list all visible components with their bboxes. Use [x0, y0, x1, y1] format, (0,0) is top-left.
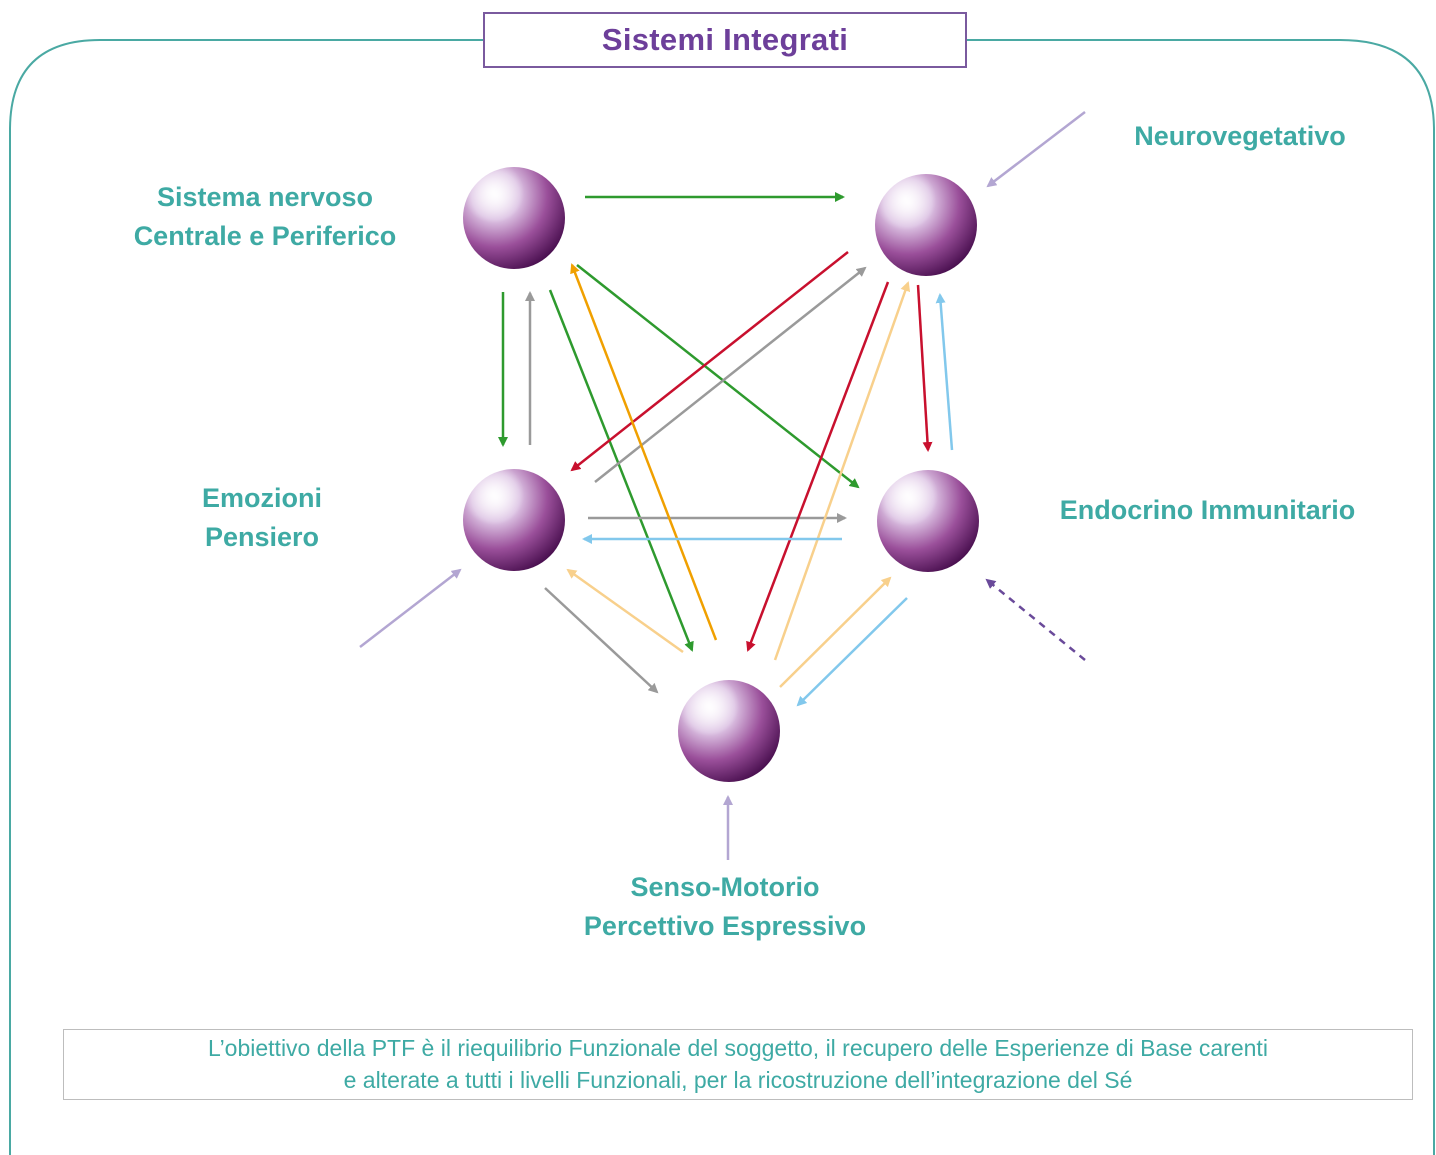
arrow-external-to-neuro: [986, 111, 1086, 188]
arrow-external-to-emozioni: [359, 568, 462, 648]
sphere-neuro: [875, 174, 977, 276]
arrow-senso-to-emozioni: [566, 568, 684, 654]
label-snc: Sistema nervoso Centrale e Periferico: [133, 182, 397, 251]
arrow-endocrino-to-senso: [796, 597, 908, 707]
label-endocrino: Endocrino Immunitario: [1059, 495, 1356, 525]
arrow-external-dashed-to-endocrino: [985, 578, 1086, 661]
sphere-snc: [463, 167, 565, 269]
sphere-senso: [678, 680, 780, 782]
arrow-senso-to-neuro: [773, 281, 911, 661]
arrow-senso-to-snc: [570, 263, 718, 641]
diagram-title: Sistemi Integrati: [601, 22, 849, 57]
arrow-emozioni-to-neuro: [594, 266, 867, 483]
arrow-snc-to-endocrino: [576, 264, 860, 489]
sphere-emozioni: [463, 469, 565, 571]
arrow-snc-to-senso: [548, 289, 694, 652]
label-senso: Senso-Motorio Percettivo Espressivo: [583, 872, 867, 941]
arrow-neuro-to-endocrino: [916, 284, 933, 452]
arrow-senso-to-endocrino: [779, 576, 892, 688]
sphere-endocrino: [877, 470, 979, 572]
label-emozioni: Emozioni Pensiero: [202, 483, 322, 552]
arrow-neuro-to-emozioni: [570, 251, 849, 472]
label-neuro: Neurovegetativo: [1134, 121, 1346, 151]
title-box: Sistemi Integrati: [483, 12, 967, 68]
arrow-endocrino-to-neuro: [935, 293, 954, 451]
objective-note: L’obiettivo della PTF è il riequilibrio …: [63, 1029, 1413, 1100]
arrow-neuro-to-senso: [746, 281, 890, 652]
arrow-emozioni-to-senso: [544, 587, 659, 694]
